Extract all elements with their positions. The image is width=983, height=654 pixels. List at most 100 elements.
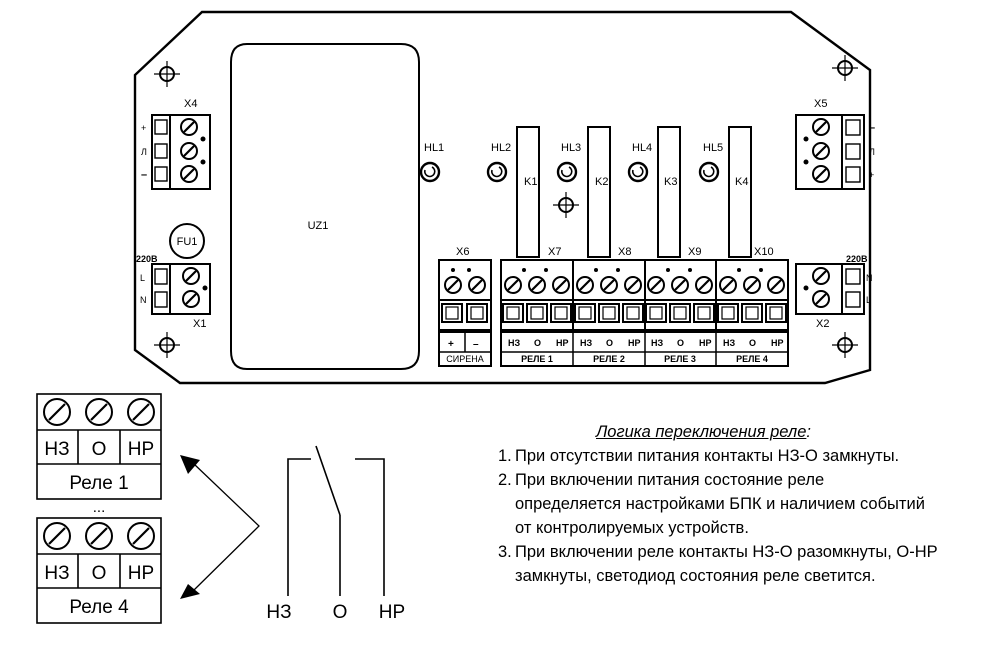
led-label: HL4: [632, 142, 652, 154]
connector-x2: [795, 263, 865, 315]
screw-icon: [84, 397, 114, 427]
led-icon: [486, 161, 508, 183]
note-item: 2. При включении питания состояние реле …: [498, 468, 978, 540]
x5-label: X5: [814, 98, 827, 110]
note-text: При отсутствии питания контакты НЗ-О зам…: [515, 447, 900, 465]
x8-label: X8: [618, 246, 631, 258]
transformer-uz1: [230, 43, 420, 370]
relay-label: K2: [595, 176, 608, 188]
relay-terminal-block: [500, 259, 789, 367]
x1-pin: N: [140, 295, 147, 305]
note-number: 3.: [498, 543, 512, 561]
relay-contact-label: НЗ: [508, 338, 520, 348]
x4-pin: Л: [141, 147, 147, 157]
screw-icon: [84, 521, 114, 551]
relay-contact-label: НР: [699, 338, 712, 348]
detail-ellipsis: ...: [93, 499, 106, 516]
relay-group-label: РЕЛЕ 1: [521, 354, 553, 364]
voltage-label: 220В: [846, 254, 868, 264]
led-icon: [556, 161, 578, 183]
led-label: HL2: [491, 142, 511, 154]
relay-group-label: РЕЛЕ 4: [736, 354, 768, 364]
notes-title-suffix: :: [806, 423, 811, 441]
note-number: 1.: [498, 447, 512, 465]
relay-contact-label: НЗ: [723, 338, 735, 348]
connector-x4: [151, 114, 211, 190]
pointer-arrows: [180, 455, 260, 599]
led-hl2: HL2: [486, 142, 511, 183]
fuse-fu1: [169, 223, 205, 259]
led-label: HL3: [561, 142, 581, 154]
siren-label-box: [438, 331, 492, 367]
led-icon: [627, 161, 649, 183]
x9-label: X9: [688, 246, 701, 258]
relay-group-label: РЕЛЕ 3: [664, 354, 696, 364]
x2-pin: L: [866, 295, 871, 305]
detail-relay-label: Реле 4: [69, 597, 129, 618]
relay-contact-label: О: [606, 338, 613, 348]
relay-k4: K4: [728, 126, 752, 258]
switch-label: НР: [379, 602, 405, 623]
detail-contact-label: НЗ: [44, 563, 69, 584]
switch-label: НЗ: [266, 602, 291, 623]
connector-x6: [438, 259, 492, 331]
detail-contact-label: О: [92, 563, 107, 584]
detail-contact-label: НЗ: [44, 439, 69, 460]
note-text: При включении реле контакты НЗ-О разомкн…: [515, 543, 938, 585]
led-hl1: HL1: [419, 142, 444, 183]
x4-pin: –: [141, 169, 147, 181]
notes-title-text: Логика переключения реле: [596, 423, 807, 441]
switch-schematic: [287, 445, 385, 596]
terminal-detail-relay1: [36, 393, 162, 500]
relay-contact-label: НР: [556, 338, 569, 348]
siren-label: СИРЕНА: [446, 354, 483, 364]
switch-label: О: [333, 602, 348, 623]
x10-label: X10: [754, 246, 774, 258]
x2-pin: N: [866, 273, 873, 283]
relay-label: K1: [524, 176, 537, 188]
fu1-label: FU1: [177, 236, 198, 248]
relay-contact-label: О: [534, 338, 541, 348]
x1-label: X1: [193, 318, 206, 330]
x1-pin: L: [140, 273, 145, 283]
uz1-label: UZ1: [308, 220, 329, 232]
relay-contact-label: НЗ: [651, 338, 663, 348]
x5-pin: Л: [869, 147, 875, 157]
note-item: 3. При включении реле контакты НЗ-О разо…: [498, 540, 978, 588]
relay-group-label: РЕЛЕ 2: [593, 354, 625, 364]
x7-label: X7: [548, 246, 561, 258]
screw-icon: [42, 397, 72, 427]
voltage-label: 220В: [136, 254, 158, 264]
led-label: HL1: [424, 142, 444, 154]
x2-label: X2: [816, 318, 829, 330]
pcb-board: UZ1 X4 + Л – X5 – Л + F: [133, 10, 875, 385]
led-label: HL5: [703, 142, 723, 154]
screw-icon: [126, 397, 156, 427]
led-icon: [698, 161, 720, 183]
detail-contact-label: О: [92, 439, 107, 460]
notes-title: Логика переключения реле:: [498, 420, 978, 444]
x5-pin: –: [869, 122, 875, 134]
siren-pin: +: [448, 339, 454, 350]
relay-contact-label: НЗ: [580, 338, 592, 348]
terminal-detail-relay4: [36, 517, 162, 624]
relay-contact-label: НР: [771, 338, 784, 348]
relay-contact-label: О: [677, 338, 684, 348]
relay-label: K4: [735, 176, 748, 188]
screw-icon: [42, 521, 72, 551]
relay-k2: K2: [587, 126, 611, 258]
relay-logic-notes: Логика переключения реле: 1. При отсутст…: [498, 420, 978, 588]
led-hl5: HL5: [698, 142, 723, 183]
x6-label: X6: [456, 246, 469, 258]
x4-label: X4: [184, 98, 197, 110]
connector-x5: [795, 114, 865, 190]
note-number: 2.: [498, 471, 512, 489]
x5-pin: +: [869, 170, 874, 180]
x4-pin: +: [141, 123, 146, 133]
relay-contact-label: НР: [628, 338, 641, 348]
siren-pin: –: [473, 339, 479, 350]
detail-contact-label: НР: [128, 439, 154, 460]
relay-k3: K3: [657, 126, 681, 258]
detail-relay-label: Реле 1: [69, 473, 128, 494]
